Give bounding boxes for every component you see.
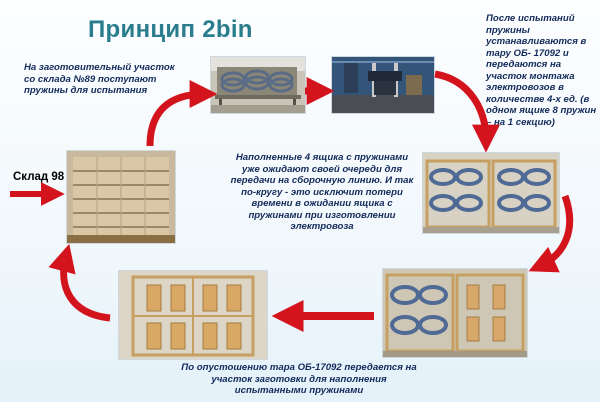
note-top-right: После испытаний пружины устанавливаются … — [486, 13, 597, 128]
curved-arrow-icon — [434, 70, 500, 153]
warehouse-label: Склад 98 — [13, 171, 65, 183]
note-center: Наполненные 4 ящика с пружинами уже ожид… — [230, 152, 414, 232]
photo-filled-crates — [422, 152, 560, 234]
photo-crates-with-sleeves — [382, 268, 528, 358]
curved-arrow-icon — [48, 243, 111, 322]
photo-test-bench — [210, 56, 306, 114]
photo-warehouse-pallet — [66, 150, 176, 244]
note-top-left: На заготовительный участок со склада №89… — [24, 62, 175, 96]
page-title: Принцип 2bin — [88, 16, 253, 43]
curved-arrow-icon — [146, 80, 218, 147]
note-bottom: По опустошению тара ОБ-17092 передается … — [181, 362, 417, 396]
photo-empty-crate — [118, 270, 268, 360]
photo-press — [331, 56, 435, 114]
